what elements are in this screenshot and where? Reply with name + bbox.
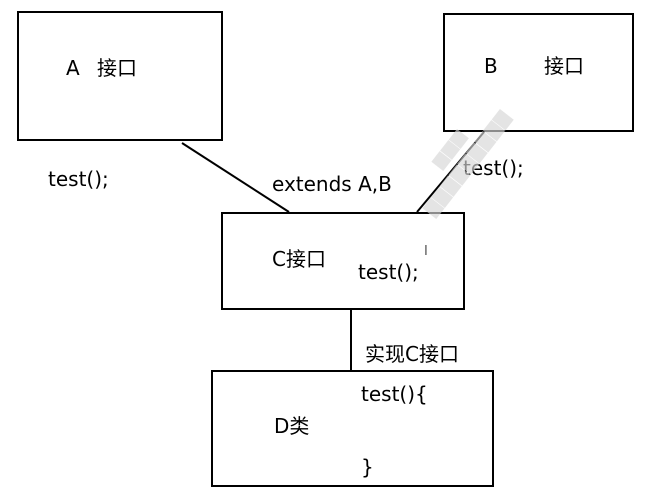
line-b-to-c [416, 131, 485, 213]
interface-a-name: A [66, 56, 80, 80]
interface-a-box [17, 11, 223, 141]
interface-b-suffix: 接口 [544, 54, 584, 78]
interface-c-method: test(); [358, 260, 419, 284]
class-d-method-close: } [361, 455, 374, 479]
text-cursor-icon: I [424, 244, 428, 259]
implements-label: 实现C接口 [365, 342, 459, 366]
class-d-name: D类 [274, 414, 310, 438]
interface-b-name: B [484, 54, 498, 78]
interface-b-box [443, 13, 634, 132]
line-a-to-c [181, 142, 290, 213]
class-d-box [211, 370, 494, 487]
interface-a-method: test(); [48, 167, 109, 191]
class-d-method-open: test(){ [361, 382, 428, 406]
extends-label: extends A,B [272, 172, 392, 196]
interface-c-name: C接口 [272, 247, 326, 271]
interface-a-suffix: 接口 [97, 56, 137, 80]
interface-c-box [221, 212, 465, 310]
interface-b-method: test(); [463, 156, 524, 180]
